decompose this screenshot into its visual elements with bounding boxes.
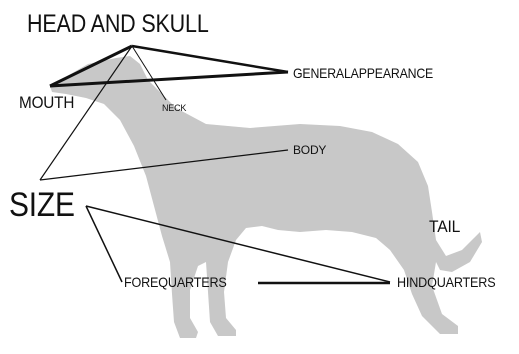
dog-silhouette (50, 56, 482, 338)
label-head-and-skull: HEAD AND SKULL (27, 12, 209, 37)
size-to-forequarters-line (86, 206, 122, 282)
label-neck: NECK (162, 104, 186, 113)
head-to-general-line (132, 46, 288, 72)
label-body: BODY (293, 144, 326, 156)
label-mouth: MOUTH (19, 94, 74, 111)
label-forequarters: FOREQUARTERS (124, 275, 227, 289)
label-tail: TAIL (429, 218, 460, 235)
label-general-appearance: GENERALAPPEARANCE (293, 66, 433, 80)
label-size: SIZE (9, 188, 75, 222)
label-hindquarters: HINDQUARTERS (397, 275, 495, 289)
